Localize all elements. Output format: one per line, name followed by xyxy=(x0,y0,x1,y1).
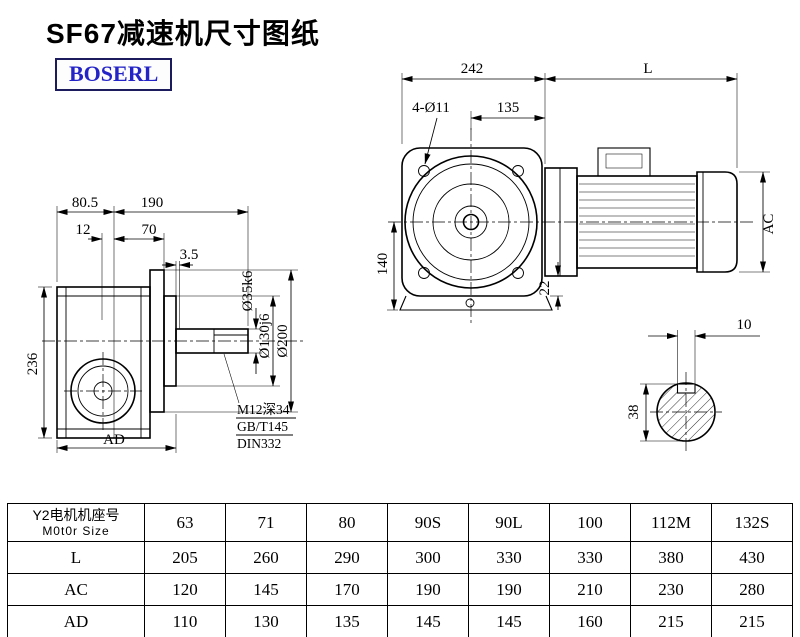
note-tap-hole: M12深34 xyxy=(237,402,290,417)
value-cell: 230 xyxy=(630,573,712,606)
value-cell: 430 xyxy=(711,541,793,574)
value-cell: 205 xyxy=(144,541,226,574)
value-cell: 330 xyxy=(468,541,550,574)
value-cell: 190 xyxy=(468,573,550,606)
value-cell: 130 xyxy=(225,605,307,637)
front-view: 242 L 4-Ø11 135 140 22 AC xyxy=(375,61,777,324)
row-label-cell: AC xyxy=(7,573,145,606)
value-cell: 215 xyxy=(711,605,793,637)
header-cell: 63 xyxy=(144,503,226,542)
dia-shaft-label: Ø35k6 xyxy=(240,270,256,311)
shaft-end-view: 38 10 xyxy=(626,317,760,452)
table-row: L 205 260 290 300 330 330 380 430 xyxy=(7,541,793,574)
dim-10-label: 10 xyxy=(737,317,752,333)
dim-22-label: 22 xyxy=(537,281,553,296)
note-gb-standard: GB/T145 xyxy=(237,419,288,434)
value-cell: 260 xyxy=(225,541,307,574)
value-cell: 300 xyxy=(387,541,469,574)
value-cell: 210 xyxy=(549,573,631,606)
value-cell: 120 xyxy=(144,573,226,606)
header-cell: 71 xyxy=(225,503,307,542)
dim-L-label: L xyxy=(643,61,652,77)
dim-38-label: 38 xyxy=(626,405,642,420)
header-cell: 90S xyxy=(387,503,469,542)
motor-size-label-cn: Y2电机机座号 xyxy=(32,507,120,523)
header-cell: 90L xyxy=(468,503,550,542)
row-label-cell: L xyxy=(7,541,145,574)
value-cell: 380 xyxy=(630,541,712,574)
dimension-table: Y2电机机座号 M0t0r Size 63 71 80 90S 90L 100 … xyxy=(7,503,793,637)
value-cell: 110 xyxy=(144,605,226,637)
terminal-box xyxy=(597,147,651,177)
value-cell: 215 xyxy=(630,605,712,637)
dim-80-5-label: 80.5 xyxy=(72,195,98,211)
technical-drawing: 80.5 190 12 70 3.5 236 AD xyxy=(25,61,777,453)
motor-size-label-en: M0t0r Size xyxy=(42,524,110,538)
dim-140-label: 140 xyxy=(375,253,391,276)
header-cell: 80 xyxy=(306,503,388,542)
value-cell: 145 xyxy=(387,605,469,637)
value-cell: 145 xyxy=(468,605,550,637)
dim-AD-label: AD xyxy=(103,432,125,448)
dim-70-label: 70 xyxy=(142,222,157,238)
table-row: AD 110 130 135 145 145 160 215 215 xyxy=(7,605,793,637)
row-label-cell: AD xyxy=(7,605,145,637)
dim-3-5-label: 3.5 xyxy=(180,247,199,263)
motor-size-header-cell: Y2电机机座号 M0t0r Size xyxy=(7,503,145,542)
dim-12-label: 12 xyxy=(76,222,91,238)
header-cell: 112M xyxy=(630,503,712,542)
value-cell: 330 xyxy=(549,541,631,574)
note-din-standard: DIN332 xyxy=(237,436,281,451)
dim-AC-label: AC xyxy=(761,214,777,235)
value-cell: 290 xyxy=(306,541,388,574)
dim-190-label: 190 xyxy=(141,195,164,211)
bolt-hole-bottom-left xyxy=(418,267,430,279)
dim-135-label: 135 xyxy=(497,100,520,116)
boserl-logo: BOSERL xyxy=(55,58,173,91)
dim-bolt-holes-label: 4-Ø11 xyxy=(412,100,450,116)
dia-flange-label: Ø200 xyxy=(275,324,291,357)
dim-236-label: 236 xyxy=(25,352,41,375)
page-title: SF67减速机尺寸图纸 xyxy=(46,18,320,49)
dim-242-label: 242 xyxy=(461,61,484,77)
bolt-hole-top-left xyxy=(418,165,430,177)
table-row: Y2电机机座号 M0t0r Size 63 71 80 90S 90L 100 … xyxy=(7,503,793,542)
bolt-hole-top-right xyxy=(512,165,524,177)
value-cell: 170 xyxy=(306,573,388,606)
value-cell: 145 xyxy=(225,573,307,606)
side-view: 80.5 190 12 70 3.5 236 AD xyxy=(25,195,306,453)
value-cell: 280 xyxy=(711,573,793,606)
value-cell: 160 xyxy=(549,605,631,637)
fan-cowl xyxy=(696,171,738,273)
value-cell: 135 xyxy=(306,605,388,637)
header-cell: 100 xyxy=(549,503,631,542)
value-cell: 190 xyxy=(387,573,469,606)
table-row: AC 120 145 170 190 190 210 230 280 xyxy=(7,573,793,606)
header-cell: 132S xyxy=(711,503,793,542)
bolt-hole-bottom-right xyxy=(512,267,524,279)
dia-pilot-label: Ø130j6 xyxy=(257,313,273,359)
